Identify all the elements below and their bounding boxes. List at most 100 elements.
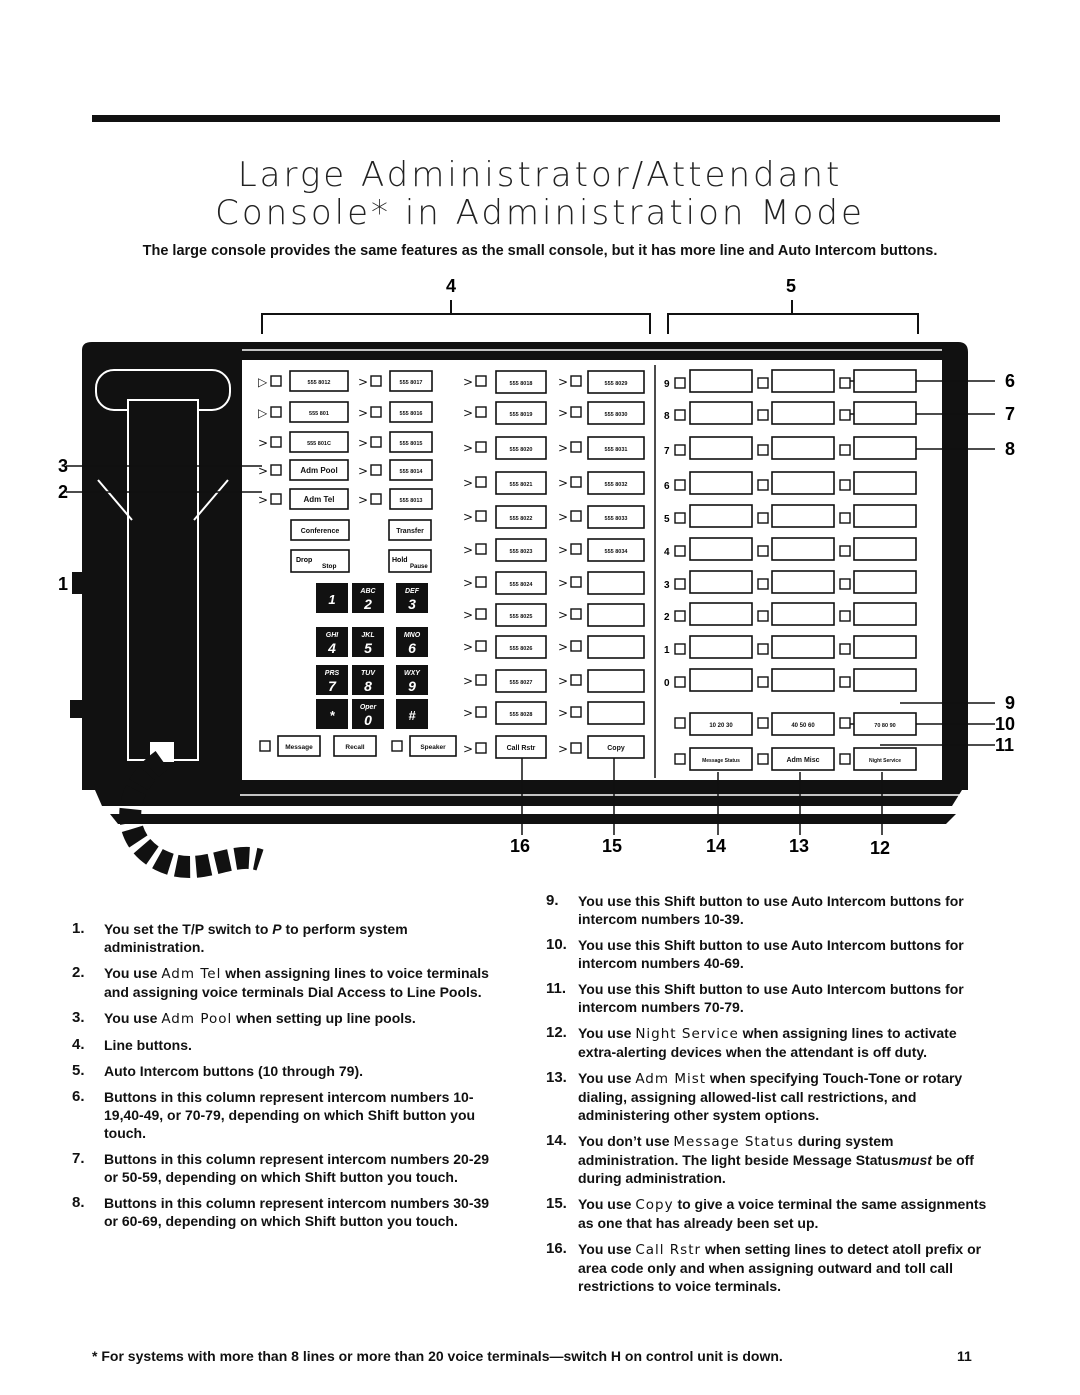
console-button bbox=[689, 712, 753, 736]
console-button bbox=[495, 635, 547, 659]
line-arrow-icon: > bbox=[463, 375, 473, 389]
legend-text-run: Copy bbox=[635, 1197, 674, 1213]
legend-item-number: 8. bbox=[72, 1194, 85, 1211]
console-button bbox=[771, 635, 835, 659]
legend-item-text: You use Copy to give a voice terminal th… bbox=[578, 1195, 988, 1232]
status-lamp bbox=[757, 409, 769, 421]
status-lamp bbox=[839, 409, 851, 421]
console-button-label: 555 8022 bbox=[510, 516, 533, 522]
status-lamp bbox=[674, 409, 686, 421]
callout-15: 15 bbox=[602, 836, 622, 856]
status-lamp bbox=[570, 441, 582, 453]
legend-item-number: 9. bbox=[546, 892, 559, 909]
status-lamp bbox=[475, 640, 487, 652]
console-button bbox=[771, 436, 835, 460]
line-arrow-icon: > bbox=[463, 576, 473, 590]
legend-item-text: Buttons in this column represent interco… bbox=[104, 1194, 492, 1230]
status-lamp bbox=[839, 512, 851, 524]
callout-8: 8 bbox=[1005, 439, 1015, 459]
console-button bbox=[495, 701, 547, 725]
console-button bbox=[587, 603, 645, 627]
dialpad-key-letters: Oper bbox=[360, 704, 378, 711]
intercom-row-digit: 8 bbox=[664, 411, 670, 422]
console-button bbox=[771, 504, 835, 528]
console-button-label: Adm Pool bbox=[300, 466, 337, 475]
console-button bbox=[495, 505, 547, 529]
dialpad-key bbox=[352, 583, 384, 613]
status-lamp bbox=[674, 545, 686, 557]
line-arrow-icon: > bbox=[358, 436, 368, 450]
dialpad-key-digit: # bbox=[408, 708, 416, 723]
legend-text-run: You use bbox=[578, 1025, 636, 1041]
callout-11: 11 bbox=[995, 735, 1014, 755]
console-button-label: Night Service bbox=[869, 758, 901, 764]
dialpad-key bbox=[316, 665, 348, 695]
console-button bbox=[587, 436, 645, 460]
console-button-label: Call Rstr bbox=[507, 745, 536, 752]
legend-text-run: You don’t use bbox=[578, 1133, 674, 1149]
status-lamp bbox=[270, 493, 282, 505]
line-arrow-icon: > bbox=[463, 543, 473, 557]
status-lamp bbox=[570, 375, 582, 387]
status-lamp bbox=[475, 406, 487, 418]
console-button bbox=[853, 436, 917, 460]
line-arrow-icon: > bbox=[558, 406, 568, 420]
dialpad-key-digit: 0 bbox=[364, 712, 372, 728]
console-button bbox=[689, 537, 753, 561]
dialpad-key-letters: WXY bbox=[404, 670, 421, 677]
console-button bbox=[771, 602, 835, 626]
console-button bbox=[689, 369, 753, 393]
status-lamp bbox=[570, 706, 582, 718]
console-button bbox=[587, 471, 645, 495]
legend-text-run: when assigning lines to voice terminals … bbox=[104, 965, 489, 1000]
status-lamp bbox=[270, 375, 282, 387]
legend-text-run: Buttons in this column represent interco… bbox=[104, 1151, 490, 1185]
legend-text-run: You use this Shift button to use Auto In… bbox=[578, 981, 964, 1015]
console-button-label: Speaker bbox=[420, 744, 446, 751]
status-lamp bbox=[391, 740, 403, 752]
legend-item-number: 14. bbox=[546, 1132, 567, 1149]
legend-text-run: P bbox=[272, 921, 282, 937]
legend-item: 8. Buttons in this column represent inter… bbox=[72, 1194, 492, 1230]
console-button bbox=[495, 401, 547, 425]
legend-text-run: You use bbox=[578, 1070, 636, 1086]
status-lamp bbox=[475, 608, 487, 620]
status-lamp bbox=[475, 742, 487, 754]
console-button-label: 555 8033 bbox=[605, 516, 628, 522]
legend-item-text: You use Adm Pool when setting up line po… bbox=[104, 1009, 492, 1028]
status-lamp bbox=[674, 578, 686, 590]
status-lamp bbox=[839, 377, 851, 389]
console-button bbox=[389, 401, 433, 423]
console-button-label: 555 8012 bbox=[308, 380, 331, 386]
line-arrow-icon: > bbox=[463, 441, 473, 455]
console-button bbox=[771, 712, 835, 736]
status-lamp bbox=[270, 436, 282, 448]
line-arrow-icon: > bbox=[258, 493, 268, 507]
console-button-label: Pause bbox=[410, 564, 428, 570]
status-lamp bbox=[757, 578, 769, 590]
legend-item: 1.You set the T/P switch to P to perform… bbox=[72, 920, 492, 956]
dialpad-key-letters: DEF bbox=[405, 588, 420, 595]
console-button bbox=[495, 571, 547, 595]
status-lamp bbox=[475, 576, 487, 588]
console-button bbox=[853, 401, 917, 425]
console-button bbox=[388, 519, 432, 541]
dialpad-key bbox=[352, 627, 384, 657]
console-button bbox=[289, 401, 349, 423]
status-lamp bbox=[370, 436, 382, 448]
legend-item: 5.Auto Intercom buttons (10 through 79). bbox=[72, 1062, 492, 1080]
legend-text-run: when setting lines to detect atoll prefi… bbox=[578, 1241, 982, 1294]
console-button bbox=[689, 635, 753, 659]
legend-text-run: Night Service bbox=[635, 1026, 739, 1042]
line-arrow-icon: > bbox=[558, 640, 568, 654]
legend-item: 9.You use this Shift button to use Auto … bbox=[546, 892, 988, 928]
console-button bbox=[853, 504, 917, 528]
status-lamp bbox=[570, 742, 582, 754]
status-lamp bbox=[570, 406, 582, 418]
console-button bbox=[771, 471, 835, 495]
line-arrow-icon: > bbox=[463, 706, 473, 720]
dialpad-key-letters: TUV bbox=[361, 670, 376, 677]
legend-text-run: You use this Shift button to use Auto In… bbox=[578, 937, 964, 971]
line-arrow-icon: > bbox=[558, 706, 568, 720]
console-illustration: 4 5 3 2 1 6 7 8 9 10 11 bbox=[58, 276, 1015, 879]
